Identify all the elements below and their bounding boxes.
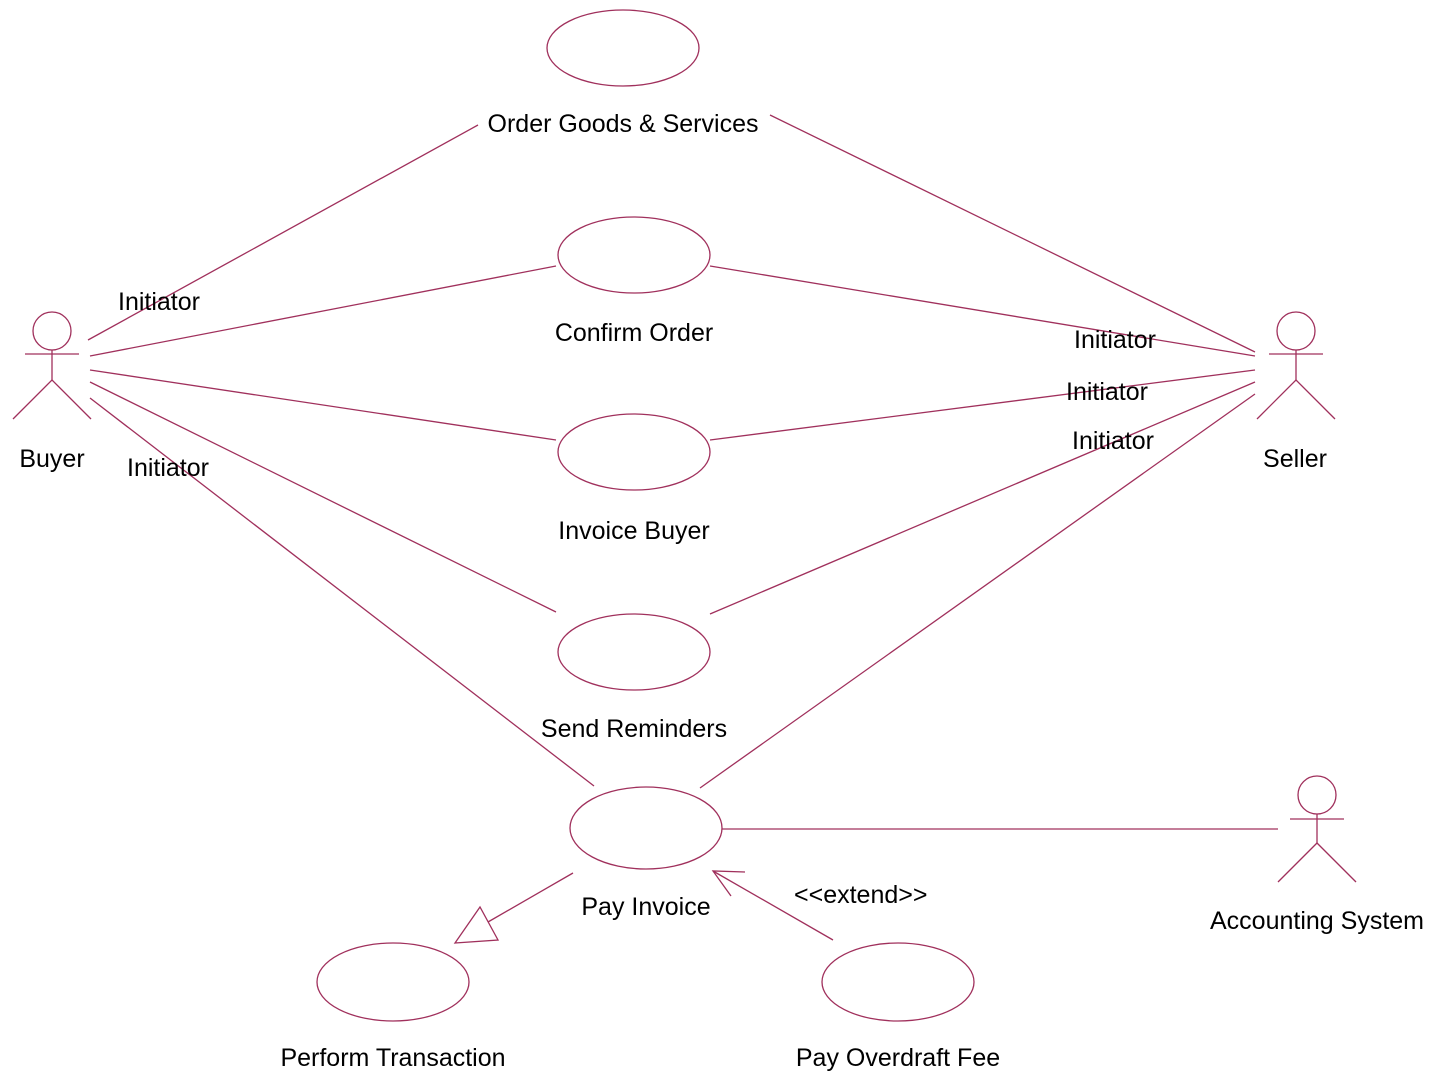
use-case-label-pay-overdraft-fee: Pay Overdraft Fee bbox=[796, 1044, 1000, 1072]
use-case-label-pay-invoice: Pay Invoice bbox=[581, 893, 710, 921]
actor-accounting-system[interactable] bbox=[1277, 775, 1357, 883]
association-buyer-order-goods[interactable] bbox=[87, 124, 479, 341]
accounting-system-leg-right bbox=[1316, 842, 1357, 883]
association-confirm-order-seller[interactable] bbox=[709, 265, 1256, 357]
accounting-system-leg-left bbox=[1277, 842, 1318, 883]
buyer-leg-right bbox=[51, 379, 92, 420]
extend-line bbox=[712, 870, 834, 941]
associations bbox=[87, 114, 1278, 830]
association-invoice-buyer-seller[interactable] bbox=[709, 369, 1256, 441]
use-cases bbox=[316, 9, 975, 1022]
use-case-send-reminders[interactable] bbox=[557, 613, 711, 691]
use-case-label-invoice-buyer: Invoice Buyer bbox=[558, 517, 709, 545]
buyer-head bbox=[32, 311, 72, 351]
actor-label-buyer: Buyer bbox=[19, 445, 84, 473]
stereotype-extend: <<extend>> bbox=[794, 881, 927, 909]
association-buyer-invoice-buyer[interactable] bbox=[89, 369, 557, 441]
use-case-order-goods[interactable] bbox=[546, 9, 700, 87]
association-buyer-confirm-order[interactable] bbox=[89, 265, 557, 357]
seller-head bbox=[1276, 311, 1316, 351]
use-case-label-perform-transaction: Perform Transaction bbox=[280, 1044, 505, 1072]
actor-label-accounting-system: Accounting System bbox=[1210, 907, 1424, 935]
use-case-confirm-order[interactable] bbox=[557, 216, 711, 294]
actor-seller[interactable] bbox=[1256, 311, 1336, 420]
use-case-label-order-goods: Order Goods & Services bbox=[488, 110, 759, 138]
association-buyer-pay-invoice[interactable] bbox=[89, 397, 595, 787]
role-label-seller-confirm-order: Initiator bbox=[1074, 326, 1156, 354]
buyer-leg-left bbox=[12, 379, 53, 420]
association-order-goods-seller[interactable] bbox=[769, 114, 1256, 353]
use-case-pay-invoice[interactable] bbox=[569, 786, 723, 870]
use-case-pay-overdraft-fee[interactable] bbox=[821, 942, 975, 1022]
association-buyer-send-reminders[interactable] bbox=[89, 381, 557, 613]
association-send-reminders-seller[interactable] bbox=[709, 381, 1256, 615]
extend-arrowhead bbox=[711, 870, 746, 897]
generalization-arrowhead bbox=[453, 905, 500, 944]
use-case-label-send-reminders: Send Reminders bbox=[541, 715, 727, 743]
actor-label-seller: Seller bbox=[1263, 445, 1327, 473]
use-case-invoice-buyer[interactable] bbox=[557, 413, 711, 491]
use-case-label-confirm-order: Confirm Order bbox=[555, 319, 713, 347]
seller-leg-left bbox=[1256, 379, 1297, 420]
extend-overdraft-pay-invoice[interactable] bbox=[711, 870, 834, 941]
role-label-buyer-order-goods: Initiator bbox=[118, 288, 200, 316]
role-label-buyer-pay-invoice: Initiator bbox=[127, 454, 209, 482]
association-pay-invoice-seller[interactable] bbox=[699, 393, 1256, 789]
labels: Order Goods & Services Confirm Order Inv… bbox=[19, 110, 1424, 1072]
seller-leg-right bbox=[1295, 379, 1336, 420]
role-label-seller-send-reminders: Initiator bbox=[1072, 427, 1154, 455]
generalization-pay-invoice-perform-transaction[interactable] bbox=[453, 872, 574, 944]
generalization-line bbox=[487, 872, 574, 923]
accounting-system-head bbox=[1297, 775, 1337, 815]
actor-buyer[interactable] bbox=[12, 311, 92, 420]
role-label-seller-invoice-buyer: Initiator bbox=[1066, 378, 1148, 406]
use-case-perform-transaction[interactable] bbox=[316, 942, 470, 1022]
